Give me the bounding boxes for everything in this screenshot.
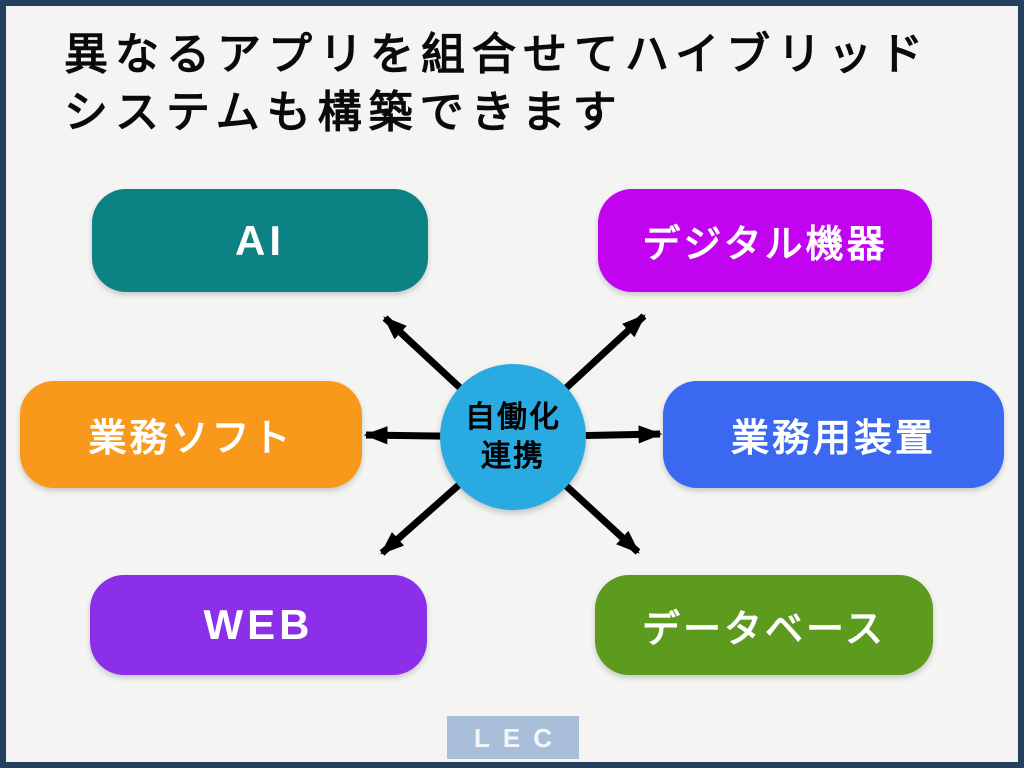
- hub-label-line2: 連携: [481, 439, 545, 473]
- node-business-equipment: 業務用装置: [663, 381, 1004, 488]
- node-database: データベース: [595, 575, 933, 675]
- node-web-label: WEB: [203, 601, 314, 648]
- slide-title-line1: 異なるアプリを組合せてハイブリッド: [64, 30, 931, 79]
- hub-circle: 自働化 連携: [440, 364, 586, 510]
- node-business-software-label: 業務ソフト: [88, 418, 294, 460]
- lec-logo-text: LEC: [474, 722, 565, 753]
- node-ai-label: AI: [235, 216, 285, 264]
- node-database-label: データベース: [641, 608, 887, 651]
- hub-label-line1: 自働化: [465, 400, 561, 434]
- node-business-software: 業務ソフト: [20, 381, 362, 488]
- node-digital-devices: デジタル機器: [598, 189, 932, 292]
- node-digital-devices-label: デジタル機器: [642, 224, 888, 266]
- slide-title: 異なるアプリを組合せてハイブリッド システムも構築できます: [64, 26, 930, 142]
- node-web: WEB: [90, 575, 427, 675]
- node-ai: AI: [92, 189, 428, 292]
- slide-title-line2: システムも構築できます: [64, 88, 624, 138]
- node-business-equipment-label: 業務用装置: [730, 418, 936, 460]
- lec-logo-badge: LEC: [447, 716, 579, 759]
